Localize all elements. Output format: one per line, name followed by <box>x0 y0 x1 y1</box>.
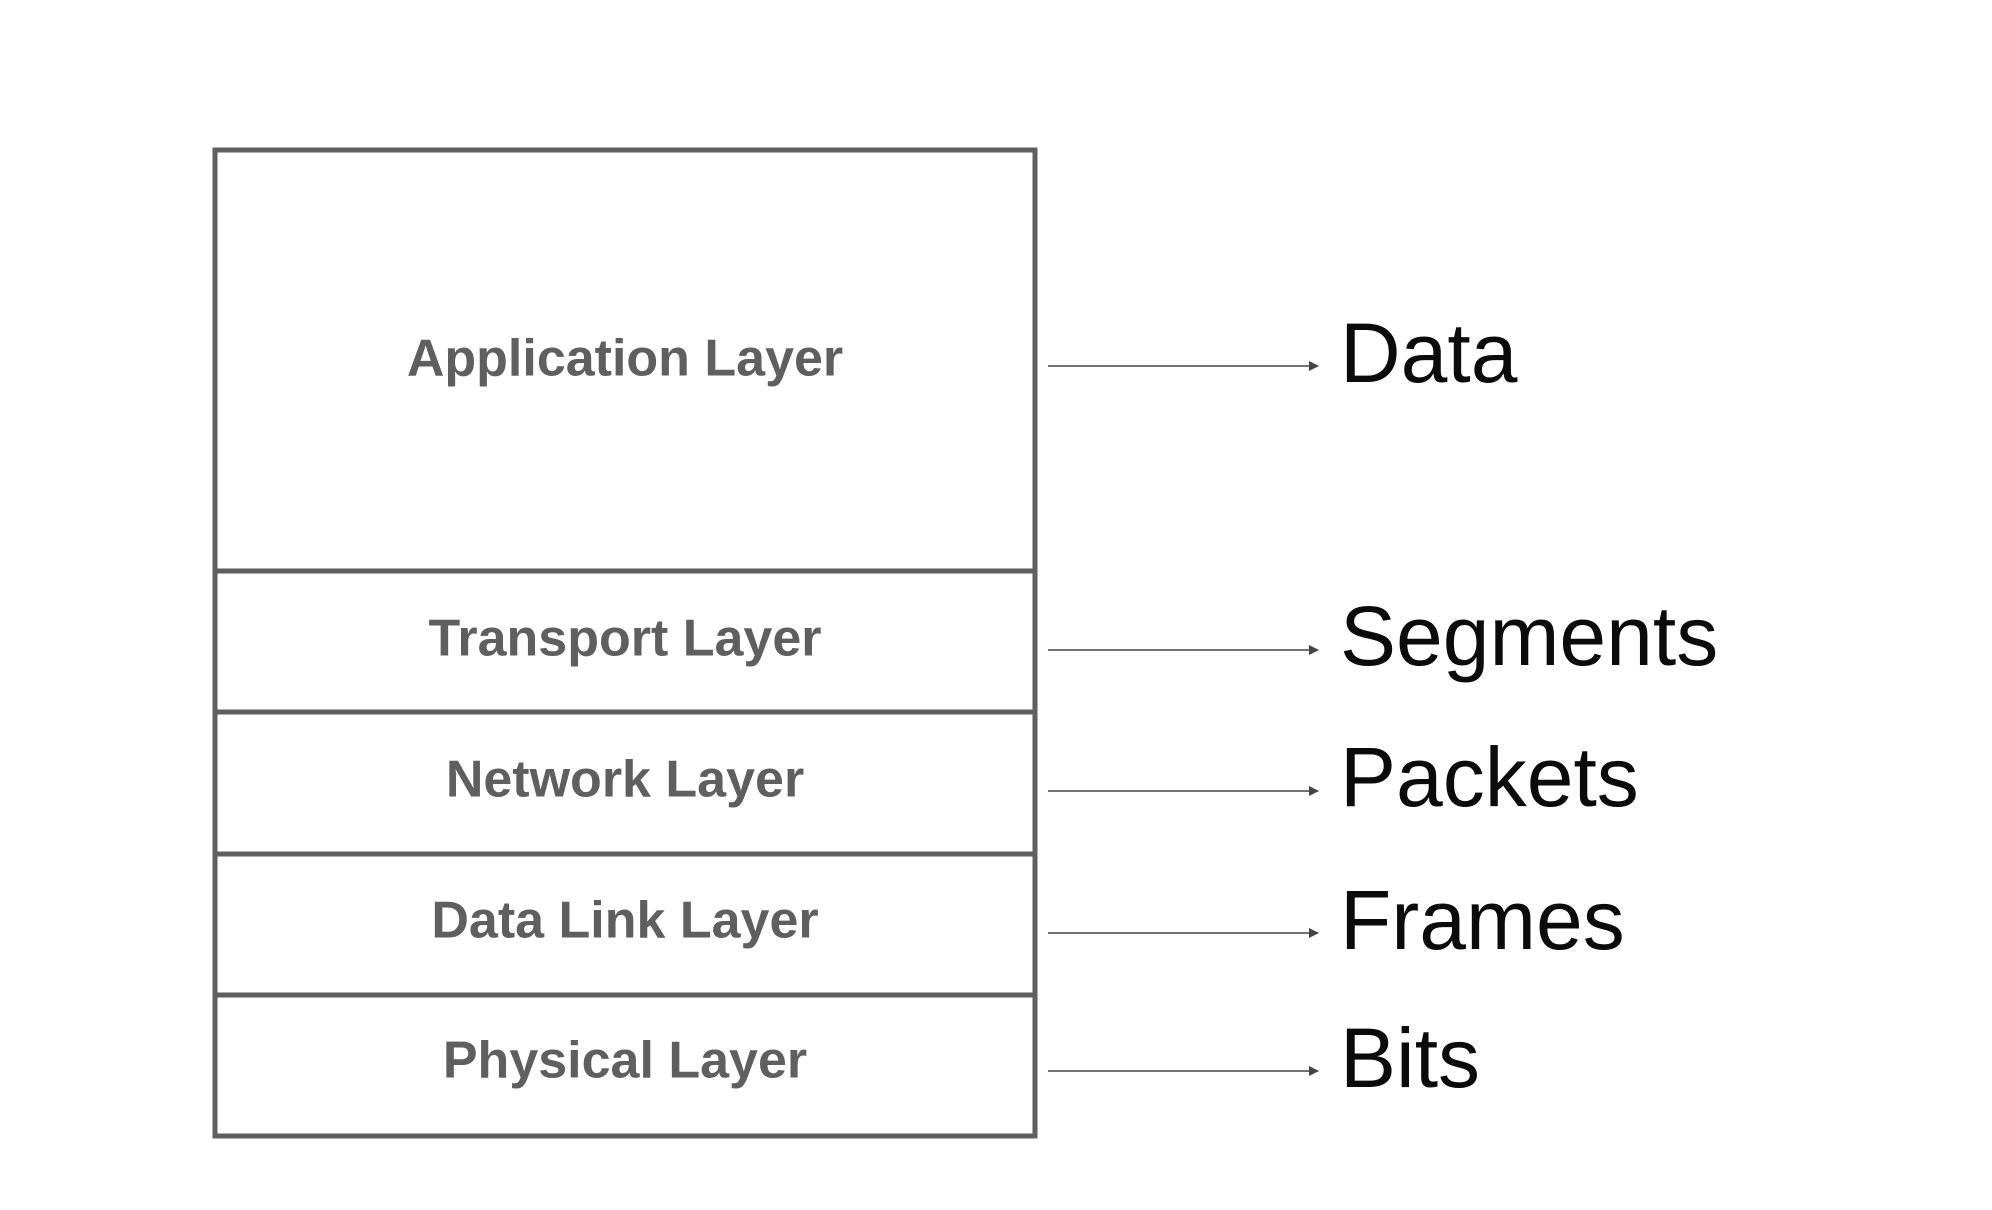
layer-label-transport: Transport Layer <box>428 610 821 668</box>
layer-label-network: Network Layer <box>446 751 804 809</box>
unit-label-segments: Segments <box>1340 589 1718 683</box>
layer-label-application: Application Layer <box>407 330 843 388</box>
unit-label-packets: Packets <box>1340 730 1639 824</box>
layer-stack-border <box>212 147 1038 1139</box>
layer-label-data-link: Data Link Layer <box>431 892 818 950</box>
unit-label-frames: Frames <box>1340 873 1625 967</box>
layer-label-physical: Physical Layer <box>443 1032 807 1090</box>
unit-label-bits: Bits <box>1340 1011 1480 1105</box>
unit-label-data: Data <box>1340 306 1518 400</box>
